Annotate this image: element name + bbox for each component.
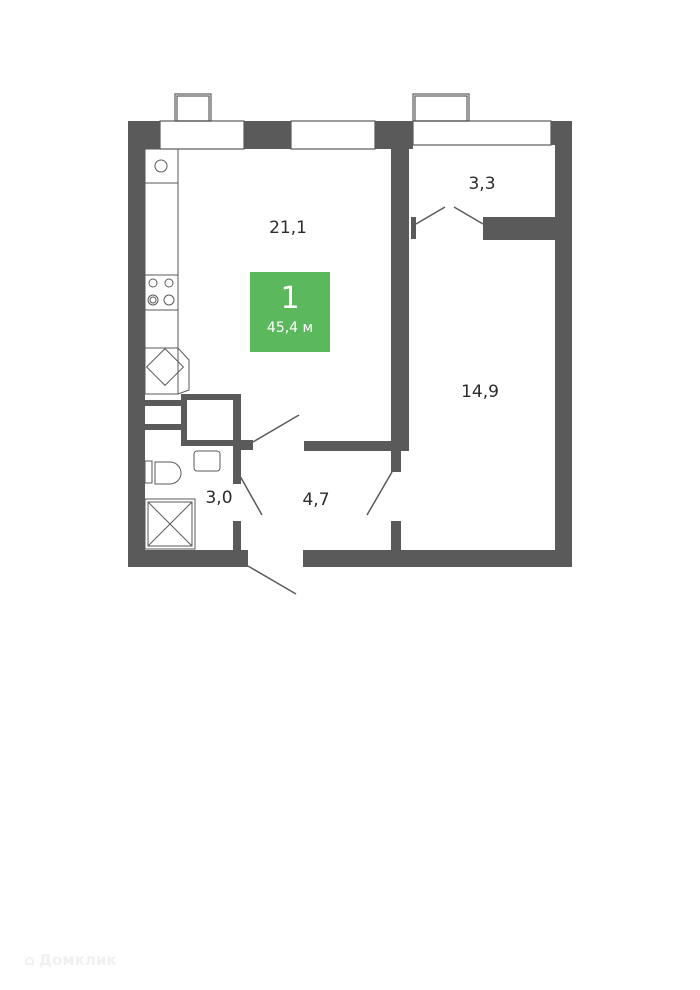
room-area-bathroom: 3,0 bbox=[205, 488, 233, 508]
room-count: 1 bbox=[280, 281, 300, 316]
walls bbox=[128, 121, 572, 567]
kitchen-fixtures bbox=[144, 148, 190, 395]
room-area-hallway: 4,7 bbox=[302, 490, 330, 510]
windows bbox=[159, 93, 552, 150]
room-area-bedroom: 14,9 bbox=[461, 382, 499, 402]
bathroom-fixtures bbox=[144, 450, 221, 550]
room-area-balcony: 3,3 bbox=[468, 174, 496, 194]
watermark-text: Домклик bbox=[38, 951, 117, 969]
room-area-kitchen: 21,1 bbox=[269, 218, 307, 238]
apartment-badge: 1 45,4 м bbox=[250, 272, 330, 352]
total-area: 45,4 м bbox=[266, 320, 314, 336]
watermark: ⌂ Домклик bbox=[24, 951, 117, 969]
logo-icon: ⌂ bbox=[24, 951, 35, 969]
doors bbox=[239, 206, 484, 595]
